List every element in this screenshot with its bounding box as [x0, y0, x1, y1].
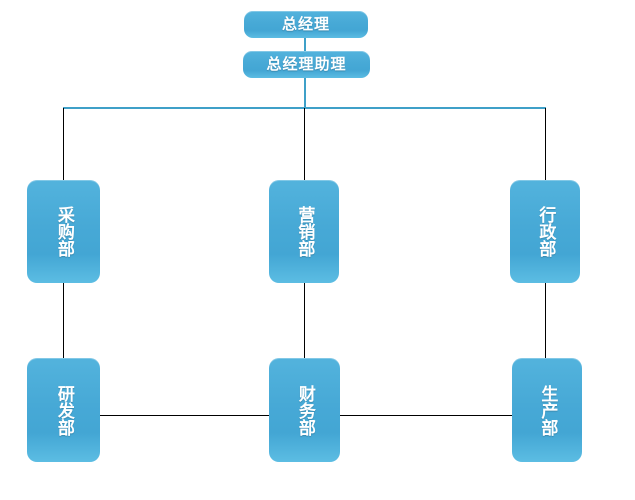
- node-label-rnd-department: 研发部: [53, 384, 74, 436]
- node-production-department[interactable]: 生产部: [512, 358, 582, 462]
- node-label-finance-department: 财务部: [294, 384, 315, 436]
- node-label-general-manager-assistant: 总经理助理: [266, 55, 347, 74]
- connector-bus-to-marketing: [304, 108, 305, 181]
- connector-admin-to-production: [545, 282, 546, 359]
- node-general-manager-assistant[interactable]: 总经理助理: [243, 51, 370, 78]
- node-label-marketing-department: 营销部: [294, 206, 315, 257]
- connector-finance-to-production: [339, 415, 513, 416]
- node-purchasing-department[interactable]: 采购部: [27, 180, 100, 283]
- node-label-general-manager: 总经理: [281, 15, 330, 34]
- node-finance-department[interactable]: 财务部: [269, 358, 340, 462]
- connector-purchasing-to-rnd: [63, 282, 64, 359]
- connector-marketing-to-finance: [304, 282, 305, 359]
- node-label-production-department: 生产部: [537, 384, 558, 436]
- node-rnd-department[interactable]: 研发部: [27, 358, 100, 462]
- node-label-administration-department: 行政部: [535, 206, 556, 257]
- node-general-manager[interactable]: 总经理: [244, 11, 368, 38]
- connector-rnd-to-finance: [99, 415, 271, 416]
- connector-bus-to-admin: [545, 108, 546, 181]
- node-label-purchasing-department: 采购部: [53, 206, 74, 257]
- connector-bus-to-purchasing: [63, 108, 64, 181]
- node-marketing-department[interactable]: 营销部: [269, 180, 339, 283]
- connector-gm-to-assistant: [304, 38, 306, 52]
- connector-assistant-to-bus: [304, 78, 306, 109]
- node-administration-department[interactable]: 行政部: [510, 180, 580, 283]
